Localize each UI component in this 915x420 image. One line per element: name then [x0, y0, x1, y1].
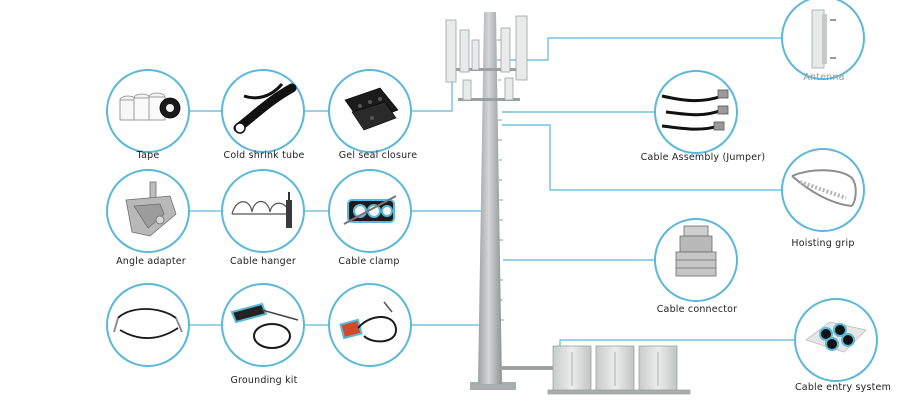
label-antenna: Antenna [803, 72, 845, 83]
cable-connector-icon [675, 225, 717, 277]
component-cable-clamp[interactable] [328, 169, 412, 253]
connector-lines [189, 37, 795, 346]
grounding-cable-icon [113, 308, 183, 339]
telecom-tower [445, 12, 691, 395]
component-gel-seal-closure[interactable] [328, 69, 412, 153]
cable-entry-system-icon [805, 321, 867, 353]
label-angle-adapter: Angle adapter [116, 256, 186, 267]
label-cold-shrink-tube: Cold shrink tube [223, 150, 305, 161]
gel-seal-closure-icon [344, 87, 399, 131]
tape-rolls-icon [119, 92, 181, 121]
component-grounding-cable[interactable] [106, 283, 190, 367]
grounding-clamp-icon [339, 301, 398, 343]
label-gel-seal-closure: Gel seal closure [338, 150, 418, 161]
component-angle-adapter[interactable] [106, 169, 190, 253]
component-grounding-kit[interactable] [221, 283, 305, 367]
component-cable-assembly[interactable] [654, 70, 738, 154]
component-cold-shrink-tube[interactable] [221, 69, 305, 153]
panel-antenna-icon [811, 9, 836, 69]
equipment-cabinets [547, 345, 691, 395]
component-cable-hanger[interactable] [221, 169, 305, 253]
component-hoisting-grip[interactable] [781, 148, 865, 232]
component-cable-entry-system[interactable] [794, 298, 878, 382]
label-cable-clamp: Cable clamp [338, 256, 400, 267]
grounding-kit-icon [230, 302, 299, 349]
label-cable-connector: Cable connector [656, 304, 738, 315]
cold-shrink-tube-icon [233, 82, 297, 134]
label-cable-hanger: Cable hanger [229, 256, 297, 267]
label-cable-entry-system: Cable entry system [794, 382, 892, 393]
component-grounding-clamp[interactable] [328, 283, 412, 367]
component-cable-connector[interactable] [654, 218, 738, 302]
label-hoisting-grip: Hoisting grip [791, 238, 855, 249]
label-cable-assembly: Cable Assembly (Jumper) [640, 152, 766, 163]
hoisting-grip-icon [791, 169, 857, 207]
angle-adapter-icon [125, 181, 177, 237]
component-antenna[interactable] [781, 0, 865, 80]
cable-hanger-icon [231, 192, 292, 228]
jumper-cable-icon [661, 89, 729, 131]
label-tape: Tape [136, 150, 160, 161]
label-grounding-kit: Grounding kit [230, 375, 298, 386]
cable-clamp-icon [343, 195, 397, 225]
component-tape[interactable] [106, 69, 190, 153]
